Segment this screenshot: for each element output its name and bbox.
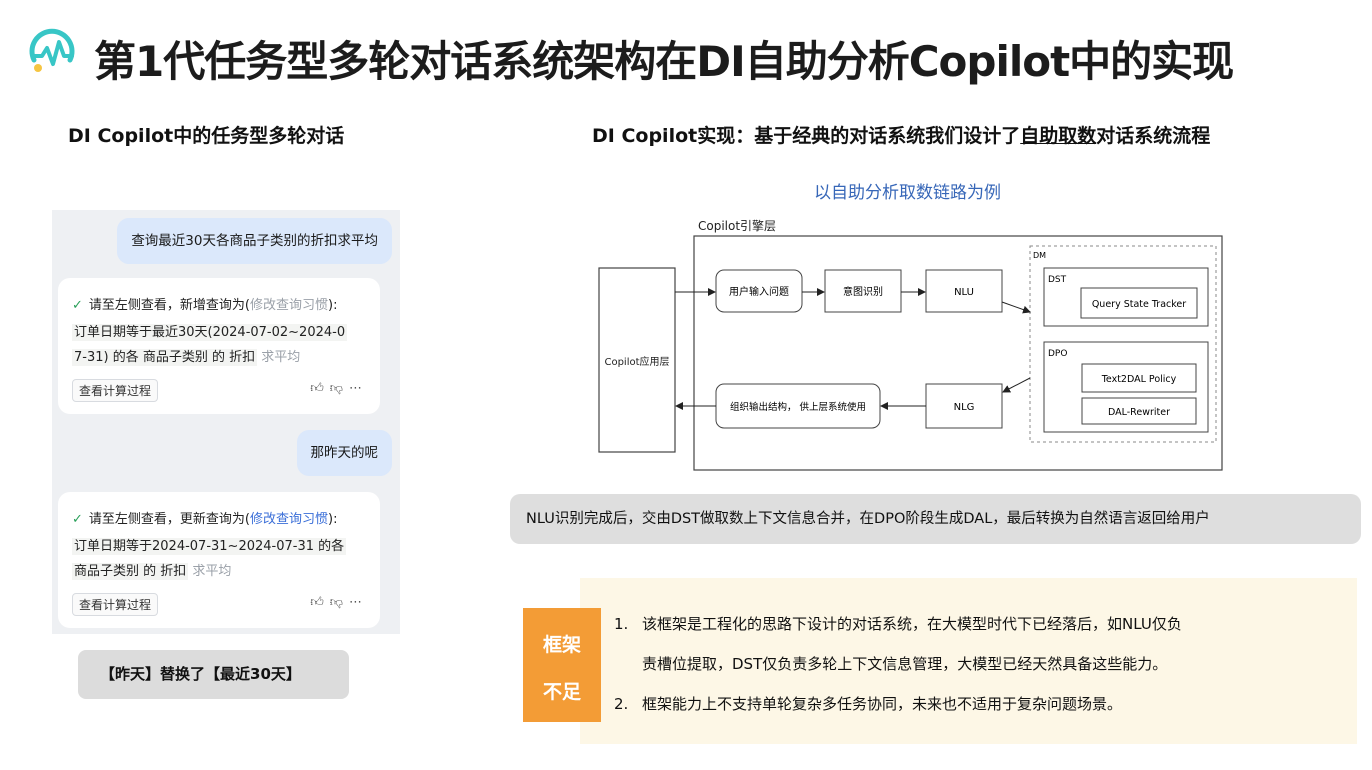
view-calc-button[interactable]: 查看计算过程 [72, 379, 159, 402]
edit-habit-link[interactable]: 修改查询习惯 [249, 512, 328, 527]
thumb-down-icon[interactable]: 👎︎ [329, 595, 349, 610]
app-layer-label: Copilot应用层 [604, 355, 669, 368]
intent-label: 意图识别 [843, 285, 883, 298]
check-icon: ✓ [72, 298, 83, 313]
rewriter-label: DAL-Rewriter [1108, 407, 1170, 418]
bot-message-1-line3: 7-31) 的各 商品子类别 的 折扣 求平均 [72, 349, 301, 366]
left-note: 【昨天】替换了【最近30天】 [78, 650, 349, 699]
left-section-title: DI Copilot中的任务型多轮对话 [68, 125, 345, 147]
page-title: 第1代任务型多轮对话系统架构在DI自助分析Copilot中的实现 [94, 37, 1234, 86]
more-icon[interactable]: ⋯ [349, 381, 368, 396]
t2dal-box [1081, 363, 1197, 393]
thumb-up-icon[interactable]: 👍︎ [310, 381, 330, 396]
check-icon: ✓ [72, 512, 83, 527]
right-note: NLU识别完成后，交由DST做取数上下文信息合并，在DPO阶段生成DAL，最后转… [510, 494, 1361, 544]
dst-label: DST [1048, 275, 1067, 285]
bot-message-2-line3: 商品子类别 的 折扣 求平均 [72, 563, 232, 580]
insufficiency-panel [580, 578, 1357, 744]
t2dal-label: Text2DAL Policy [1101, 374, 1177, 385]
user-message-2: 那昨天的呢 [296, 430, 392, 476]
dm-label: DM [1033, 251, 1046, 260]
nlg-label: NLG [954, 402, 975, 413]
user-message-1: 查询最近30天各商品子类别的折扣求平均 [117, 218, 392, 264]
chat-panel: 查询最近30天各商品子类别的折扣求平均 ✓请至左侧查看，新增查询为(修改查询习惯… [52, 210, 400, 634]
bot-message-2-line2: 订单日期等于2024-07-31~2024-07-31 的各 [72, 538, 347, 555]
bot-message-2-line1: ✓请至左侧查看，更新查询为(修改查询习惯): [72, 512, 338, 527]
output-label: 组织输出结构， 供上层系统使用 [730, 401, 866, 413]
message-actions: 👍︎👎︎⋯ [310, 381, 368, 396]
qst-box [1080, 287, 1198, 319]
view-calc-button[interactable]: 查看计算过程 [72, 593, 159, 616]
message-actions: 👍︎👎︎⋯ [310, 595, 368, 610]
edit-habit-link[interactable]: 修改查询习惯 [249, 298, 328, 313]
engine-layer-label: Copilot引擎层 [698, 218, 776, 233]
insufficiency-item-1: 1. 该框架是工程化的思路下设计的对话系统，在大模型时代下已经落后，如NLU仅负… [614, 615, 1182, 673]
insufficiency-item-2: 2. 框架能力上不支持单轮复杂多任务协同，未来也不适用于复杂问题场景。 [614, 695, 1123, 713]
insufficiency-list: 1. 该框架是工程化的思路下设计的对话系统，在大模型时代下已经落后，如NLU仅负… [614, 612, 1334, 730]
intent-box [824, 269, 902, 313]
app-layer-box [598, 267, 676, 453]
thumb-down-icon[interactable]: 👎︎ [329, 381, 349, 396]
engine-layer-box [693, 235, 1223, 471]
bot-message-1: ✓请至左侧查看，新增查询为(修改查询习惯): 订单日期等于最近30天(2024-… [58, 278, 380, 414]
user-input-box [715, 269, 803, 313]
nlu-box [925, 269, 1003, 313]
nlg-box [925, 383, 1003, 429]
user-input-label: 用户输入问题 [729, 285, 789, 298]
insufficiency-tag: 框架 不足 [523, 608, 601, 722]
qst-label: Query State Tracker [1092, 299, 1186, 310]
rewriter-box [1081, 397, 1197, 425]
bot-message-2: ✓请至左侧查看，更新查询为(修改查询习惯): 订单日期等于2024-07-31~… [58, 492, 380, 628]
dm-box [1029, 245, 1217, 443]
logo-icon [29, 28, 75, 72]
architecture-diagram: Copilot引擎层 Copilot应用层 用户输入问题 意图识别 NLU DM… [590, 212, 1230, 482]
more-icon[interactable]: ⋯ [349, 595, 368, 610]
bot-message-1-line2: 订单日期等于最近30天(2024-07-02~2024-0 [72, 324, 348, 341]
bot-message-1-line1: ✓请至左侧查看，新增查询为(修改查询习惯): [72, 298, 338, 313]
thumb-up-icon[interactable]: 👍︎ [310, 595, 330, 610]
right-section-title: DI Copilot实现：基于经典的对话系统我们设计了自助取数对话系统流程 [592, 125, 1211, 147]
nlu-label: NLU [954, 287, 974, 298]
diagram-subtitle: 以自助分析取数链路为例 [814, 183, 1001, 203]
dpo-label: DPO [1048, 349, 1067, 359]
